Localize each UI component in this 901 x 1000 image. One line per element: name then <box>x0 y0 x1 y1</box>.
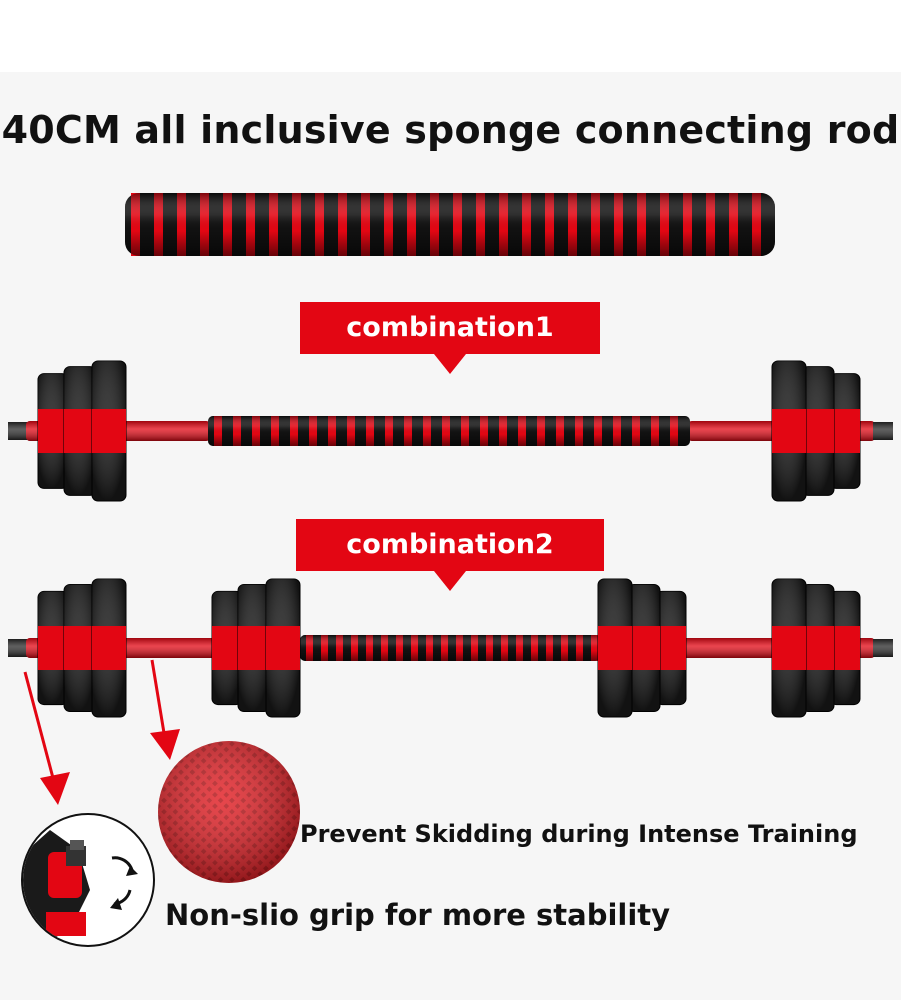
page-title: 40CM all inclusive sponge connecting rod <box>1 108 900 152</box>
weight-plate-stack <box>37 360 127 502</box>
weight-plate-stack <box>771 360 861 502</box>
thread-connector-closeup <box>21 813 155 947</box>
combination2-label: combination2 <box>296 519 604 591</box>
thread-end <box>8 639 28 657</box>
thread-end <box>873 422 893 440</box>
thread-end <box>8 422 28 440</box>
combination2-barbell <box>8 578 893 718</box>
texture-caption: Prevent Skidding during Intense Training <box>300 820 858 848</box>
weight-plate-stack <box>771 578 861 718</box>
grip-caption: Non-slio grip for more stability <box>165 898 671 932</box>
arrow-icon <box>150 659 180 760</box>
combination1-barbell <box>8 360 893 502</box>
sponge-rod <box>125 193 775 256</box>
sponge-rod <box>208 416 690 446</box>
weight-plate-stack <box>37 578 127 718</box>
arrow-icon <box>23 671 70 805</box>
weight-plate-stack <box>211 578 301 718</box>
knurled-texture-closeup <box>158 741 300 883</box>
thread-end <box>873 639 893 657</box>
combination1-label: combination1 <box>300 302 600 374</box>
sponge-rod <box>300 635 600 661</box>
weight-plate-stack <box>597 578 687 718</box>
